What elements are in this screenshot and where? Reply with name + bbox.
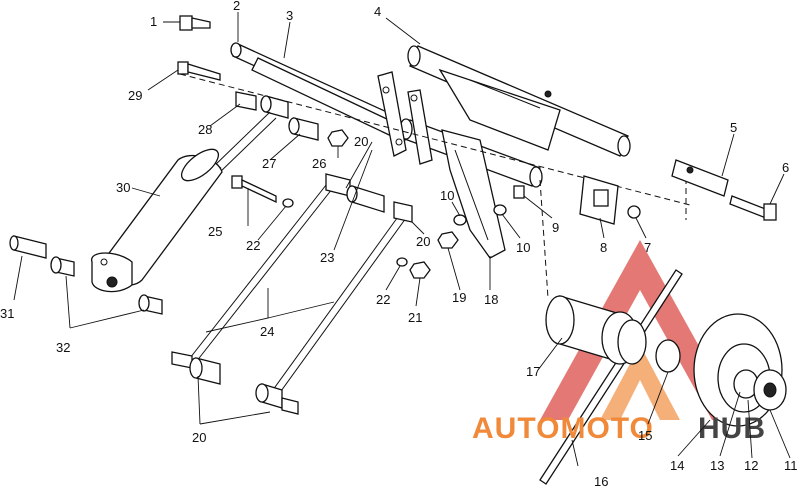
bolt-1 — [179, 15, 211, 31]
watermark-brand-part1: AUTOMOTO — [472, 412, 654, 445]
washer-10-b — [493, 204, 507, 216]
callout-20-top: 20 — [354, 134, 368, 149]
callout-4: 4 — [374, 4, 381, 19]
callout-3: 3 — [286, 8, 293, 23]
watermark-logo — [540, 240, 740, 420]
callout-6: 6 — [782, 160, 789, 175]
washer-10-a — [453, 214, 467, 226]
callout-10-b: 10 — [516, 240, 530, 255]
link-rods-24 — [189, 173, 413, 399]
callout-22-lower: 22 — [376, 292, 390, 307]
callout-15: 15 — [638, 428, 652, 443]
nut-26 — [327, 129, 349, 147]
bolt-6 — [729, 195, 777, 221]
bolt-29 — [177, 61, 221, 81]
callout-31: 31 — [0, 306, 14, 321]
upper-rail-assembly — [230, 42, 631, 157]
callout-21: 21 — [408, 310, 422, 325]
watermark-brand-part2: HUB — [698, 412, 766, 445]
callout-12: 12 — [744, 458, 758, 473]
callout-20-mid: 20 — [416, 234, 430, 249]
callout-32: 32 — [56, 340, 70, 355]
callout-2: 2 — [233, 0, 240, 13]
callout-7: 7 — [644, 240, 651, 255]
callout-26: 26 — [312, 156, 326, 171]
callout-9: 9 — [552, 220, 559, 235]
bushings-32 — [50, 256, 163, 315]
leader-lines — [13, 12, 791, 467]
callout-8: 8 — [600, 240, 607, 255]
bushings-20-lower — [171, 351, 299, 415]
washer-7 — [627, 205, 641, 219]
bolt-25 — [231, 175, 277, 204]
callout-20-bottom: 20 — [192, 430, 206, 445]
callout-16: 16 — [594, 474, 608, 489]
callout-10-a: 10 — [440, 188, 454, 203]
callout-23: 23 — [320, 250, 334, 265]
plate-8 — [579, 175, 619, 225]
callout-25: 25 — [208, 224, 222, 239]
pin-31 — [9, 235, 47, 259]
callout-19: 19 — [452, 290, 466, 305]
callout-24: 24 — [260, 324, 274, 339]
callout-17: 17 — [526, 364, 540, 379]
callout-13: 13 — [710, 458, 724, 473]
pulley-assembly — [545, 295, 787, 427]
callout-29: 29 — [128, 88, 142, 103]
callout-22-upper: 22 — [246, 238, 260, 253]
shock-absorber-30 — [91, 111, 277, 293]
callout-14: 14 — [670, 458, 684, 473]
bracket-5 — [671, 159, 729, 197]
watermark-text: AUTOMOTO HUB — [472, 412, 766, 445]
callout-30: 30 — [116, 180, 130, 195]
callout-27: 27 — [262, 156, 276, 171]
washer-22-upper — [282, 198, 294, 208]
nut-21 — [409, 261, 431, 279]
callout-28: 28 — [198, 122, 212, 137]
callout-1: 1 — [150, 14, 157, 29]
bolt-9 — [513, 185, 525, 199]
washer-22-lower — [396, 257, 408, 267]
callout-11: 11 — [784, 458, 798, 473]
nut-19 — [437, 231, 459, 249]
bracket-plates — [377, 71, 433, 165]
callout-5: 5 — [730, 120, 737, 135]
callout-18: 18 — [484, 292, 498, 307]
